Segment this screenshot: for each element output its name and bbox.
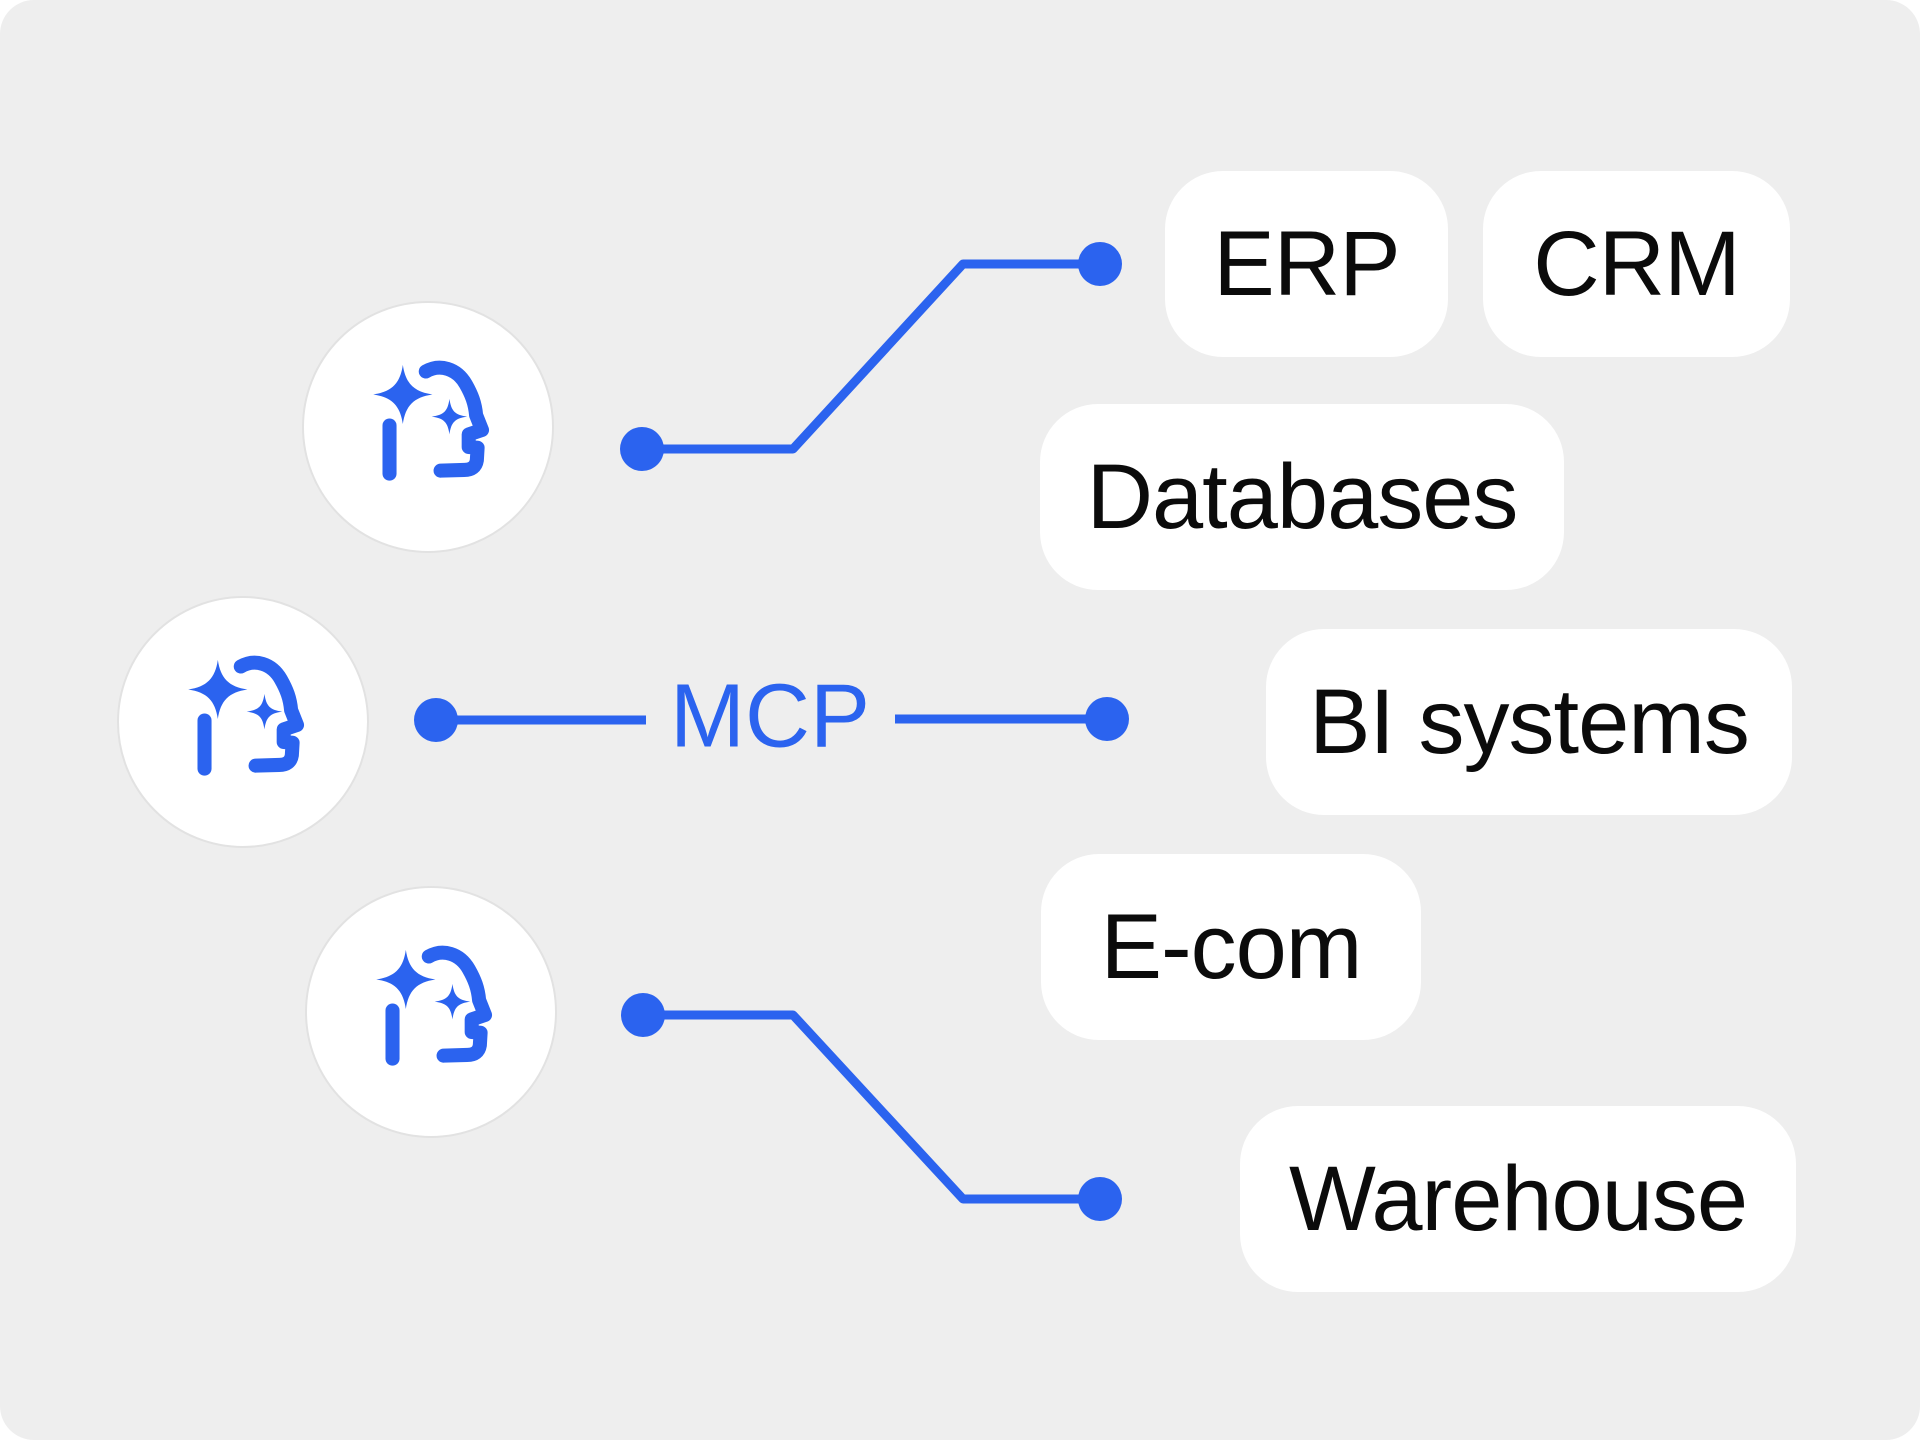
node-dot — [620, 427, 664, 471]
system-pill-crm: CRM — [1483, 171, 1790, 357]
connector-top — [642, 259, 1100, 454]
node-dot — [1078, 242, 1122, 286]
mcp-hub-label: MCP — [670, 666, 870, 767]
ai-agent-circle-bottom — [305, 886, 557, 1138]
ai-face-sparkle-icon — [169, 648, 317, 796]
ai-face-sparkle-icon — [357, 938, 505, 1086]
system-pill-bi-systems: BI systems — [1266, 629, 1792, 815]
ai-face-sparkle-icon — [354, 353, 502, 501]
system-pill-ecom: E-com — [1041, 854, 1421, 1040]
connector-bottom — [643, 1010, 1100, 1204]
node-dot — [1085, 697, 1129, 741]
ai-agent-circle-middle — [117, 596, 369, 848]
system-pill-databases: Databases — [1040, 404, 1564, 590]
system-pill-warehouse: Warehouse — [1240, 1106, 1796, 1292]
system-pill-erp: ERP — [1165, 171, 1448, 357]
node-dot — [414, 698, 458, 742]
node-dot — [621, 993, 665, 1037]
node-dot — [1078, 1177, 1122, 1221]
ai-agent-circle-top — [302, 301, 554, 553]
